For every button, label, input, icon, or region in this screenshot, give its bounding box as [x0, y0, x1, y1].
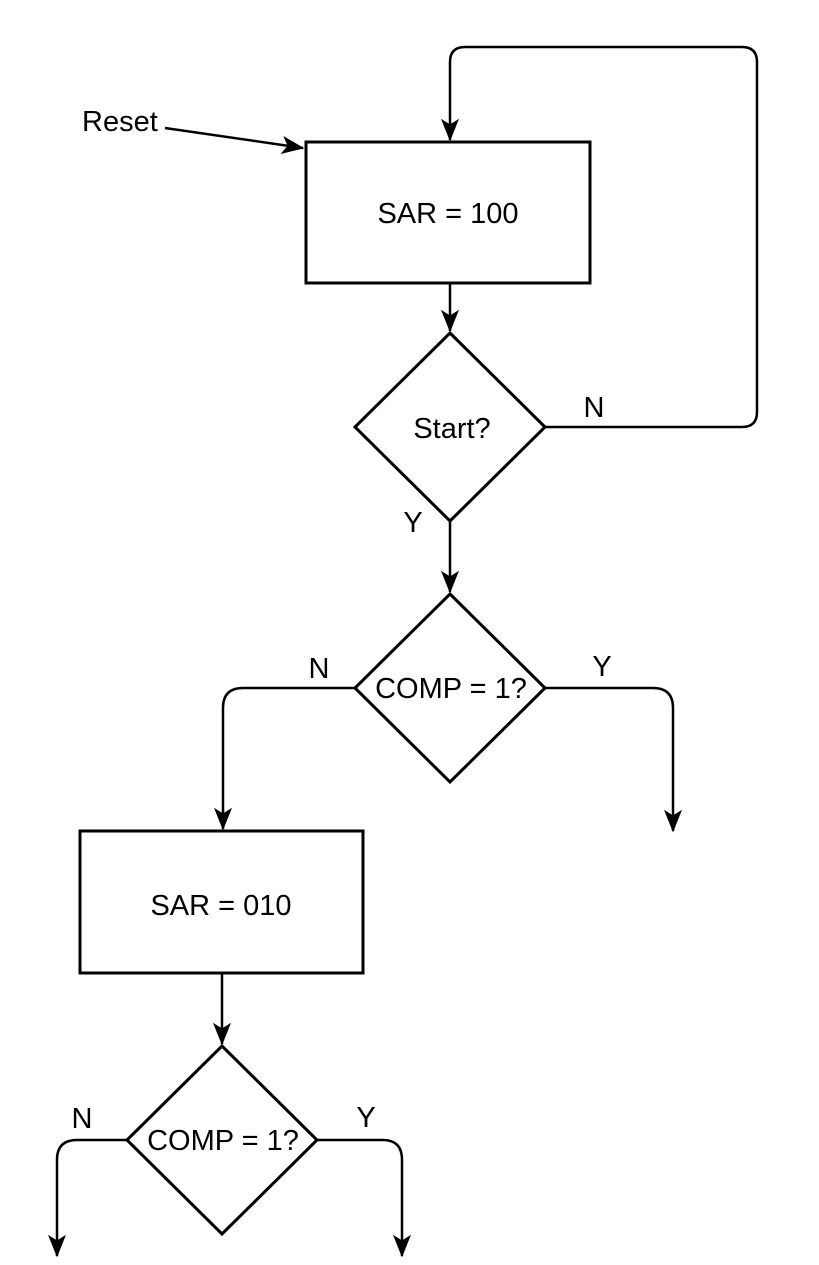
decision-comp1-label: COMP = 1? — [375, 673, 527, 705]
comp2-yes-connector — [317, 1138, 402, 1256]
decision-comp2-label: COMP = 1? — [147, 1125, 299, 1157]
box-sar-010-label: SAR = 010 — [150, 890, 291, 922]
decision-diamond-comp2 — [124, 1043, 320, 1237]
comp2-yes-label: Y — [356, 1102, 375, 1134]
start-no-label: N — [584, 392, 605, 424]
comp1-yes-label: Y — [592, 651, 611, 683]
comp1-yes-connector — [545, 686, 673, 831]
process-box-sar-100 — [304, 140, 592, 285]
comp1-no-connector — [223, 686, 355, 829]
start-yes-label: Y — [403, 507, 422, 539]
decision-diamond-start — [352, 330, 548, 524]
comp2-no-connector — [57, 1138, 127, 1256]
comp1-no-label: N — [309, 653, 330, 685]
reset-entry-arrow — [164, 126, 303, 148]
box-sar-100-label: SAR = 100 — [377, 198, 518, 230]
start-no-loop-connector — [450, 45, 759, 429]
reset-label: Reset — [82, 106, 158, 138]
decision-start-label: Start? — [413, 413, 490, 445]
decision-diamond-comp1 — [352, 591, 548, 785]
comp2-no-label: N — [72, 1103, 93, 1135]
process-box-sar-010 — [78, 829, 365, 975]
